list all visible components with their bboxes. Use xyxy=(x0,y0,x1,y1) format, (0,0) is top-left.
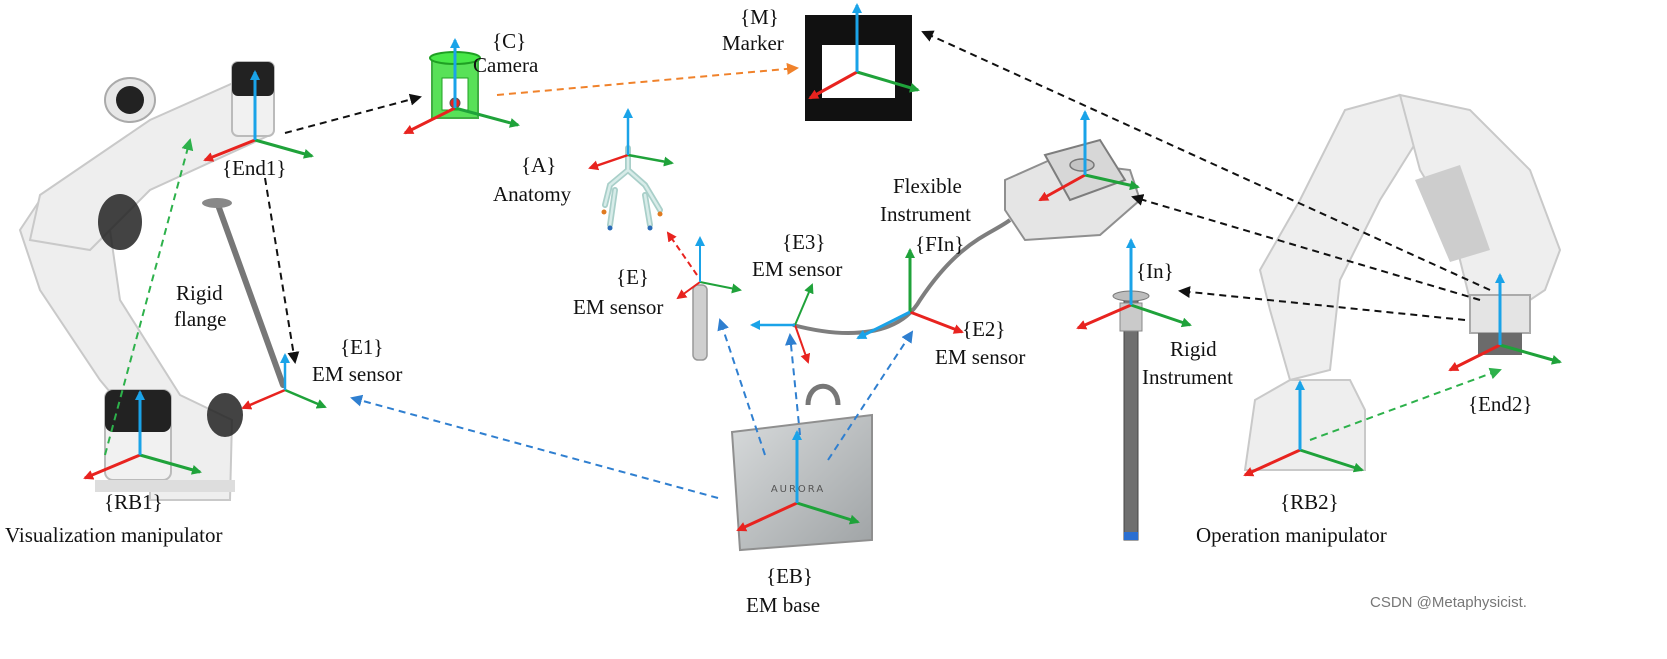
link-end2-flexible xyxy=(1131,194,1481,301)
frame-end1 xyxy=(203,70,314,162)
label-visualization-manipulator: Visualization manipulator xyxy=(5,523,222,547)
label-c: {C} xyxy=(492,29,526,53)
frame-anatomy xyxy=(588,108,674,171)
rigid-instrument xyxy=(1112,290,1150,541)
label-flexible: Flexible xyxy=(893,174,962,198)
em-base-box: AURORA xyxy=(730,383,873,552)
label-rb2: {RB2} xyxy=(1280,490,1339,514)
label-rigid-instrument-1: Rigid xyxy=(1170,337,1217,361)
frame-marker xyxy=(808,3,920,100)
frame-e1 xyxy=(241,353,327,410)
link-rb2-end2 xyxy=(1309,367,1502,441)
em-sensor-probe xyxy=(692,284,708,361)
label-e2: {E2} xyxy=(962,317,1006,341)
frame-in xyxy=(1076,238,1192,330)
label-camera: Camera xyxy=(473,53,539,77)
label-e: {E} xyxy=(616,265,649,289)
label-fin: {FIn} xyxy=(915,232,964,256)
label-end1: {End1} xyxy=(222,156,287,180)
frame-end2 xyxy=(1448,273,1562,372)
link-eb-e1 xyxy=(350,394,719,499)
label-e3-em-sensor: EM sensor xyxy=(752,257,842,281)
label-em-base: EM base xyxy=(746,593,820,617)
anatomy-model xyxy=(601,145,663,231)
label-anatomy: Anatomy xyxy=(493,182,572,206)
frame-e3 xyxy=(750,283,814,364)
link-eb-e3 xyxy=(785,333,801,436)
label-operation-manipulator: Operation manipulator xyxy=(1196,523,1387,547)
frame-camera xyxy=(403,38,520,135)
label-e-em-sensor: EM sensor xyxy=(573,295,663,319)
link-end2-marker xyxy=(921,30,1491,291)
transform-links xyxy=(104,30,1502,499)
link-end1-e1 xyxy=(264,177,300,364)
link-camera-marker xyxy=(496,62,799,96)
label-instrument: Instrument xyxy=(880,202,971,226)
label-e2-em-sensor: EM sensor xyxy=(935,345,1025,369)
watermark: CSDN @Metaphysicist. xyxy=(1370,594,1527,611)
label-in: {In} xyxy=(1136,259,1174,283)
label-eb: {EB} xyxy=(766,564,813,588)
flexible-instrument-device xyxy=(1004,138,1142,242)
flexible-instrument-cable xyxy=(792,218,1012,335)
label-m: {M} xyxy=(740,5,779,29)
link-eb-fin xyxy=(827,330,914,461)
link-anatomy-e xyxy=(666,231,698,276)
rigid-flange-tool xyxy=(202,198,286,388)
link-rb1-end1 xyxy=(104,138,194,456)
label-rb1: {RB1} xyxy=(104,490,163,514)
label-rigid: Rigid xyxy=(176,281,223,305)
frame-e xyxy=(676,236,742,300)
link-end1-camera xyxy=(284,93,422,134)
label-e1: {E1} xyxy=(340,335,384,359)
label-flange: flange xyxy=(174,307,226,331)
frame-eb xyxy=(736,430,860,532)
frame-flexible-device xyxy=(1038,110,1140,202)
label-e3: {E3} xyxy=(782,230,826,254)
frame-rb1 xyxy=(83,390,202,480)
label-marker: Marker xyxy=(722,31,784,55)
frame-fin xyxy=(856,248,964,340)
label-e1-em-sensor: EM sensor xyxy=(312,362,402,386)
frame-rb2 xyxy=(1243,380,1364,477)
label-rigid-instrument-2: Instrument xyxy=(1142,365,1233,389)
visualization-manipulator xyxy=(18,61,275,501)
label-end2: {End2} xyxy=(1468,392,1533,416)
label-a: {A} xyxy=(521,153,556,177)
